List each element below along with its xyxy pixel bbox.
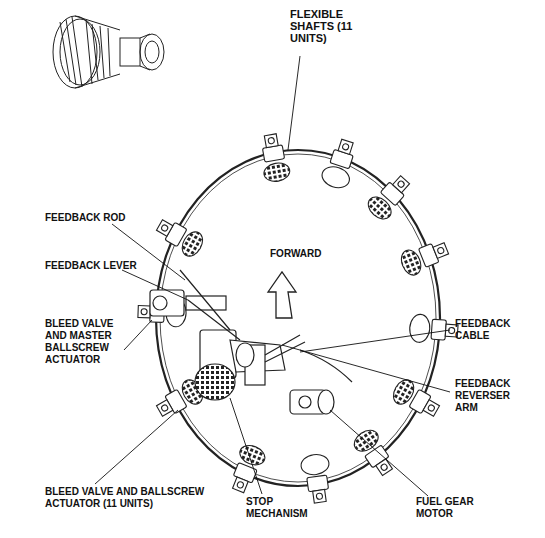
part-label: BLEED VALVE AND BALLSCREW ACTUATOR (11 U… — [45, 486, 235, 510]
leader-lines — [95, 56, 450, 496]
bleed-valve-actuator — [300, 453, 334, 504]
bleed-valve-actuator — [153, 214, 207, 260]
master-actuator — [150, 270, 352, 400]
part-label: BLEED VALVE AND MASTER BALLSCREW ACTUATO… — [45, 318, 123, 366]
direction-label: FORWARD — [270, 248, 340, 260]
part-label: FEEDBACK REVERSER ARM — [455, 378, 527, 414]
part-label: FEEDBACK LEVER — [45, 260, 155, 272]
part-label: FEEDBACK CABLE — [455, 318, 525, 342]
bleed-valve-actuator — [409, 314, 459, 345]
forward-arrow — [268, 272, 296, 318]
part-label: FUEL GEAR MOTOR — [416, 496, 496, 520]
bleed-valve-actuator — [257, 133, 291, 184]
part-label: FEEDBACK ROD — [45, 212, 145, 224]
part-label: STOP MECHANISM — [246, 496, 326, 520]
fuel-gear-motor — [290, 390, 334, 414]
engine-sketch — [53, 16, 164, 88]
flexible-shaft-ring — [156, 150, 440, 486]
bleed-valve-actuator — [389, 376, 443, 422]
part-label: FLEXIBLE SHAFTS (11 UNITS) — [290, 8, 362, 44]
bleed-valve-actuator — [319, 137, 360, 191]
bleed-valve-actuator — [398, 236, 451, 278]
bleed-valve-actuator — [364, 171, 415, 223]
actuator-group — [138, 133, 459, 505]
